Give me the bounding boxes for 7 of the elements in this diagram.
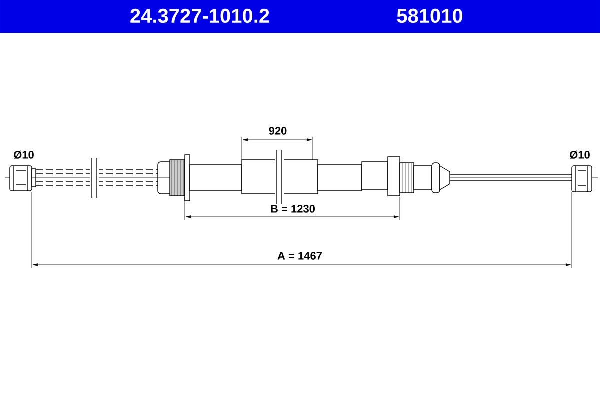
part-number: 581010 [397,8,463,24]
dimension-label: A = 1467 [278,252,322,260]
diameter-label: Ø10 [570,150,590,160]
diameter-label: Ø10 [14,150,34,160]
dimension-label: 920 [269,127,287,135]
dimension-label: B = 1230 [271,205,315,213]
part-number: 24.3727-1010.2 [130,8,270,24]
